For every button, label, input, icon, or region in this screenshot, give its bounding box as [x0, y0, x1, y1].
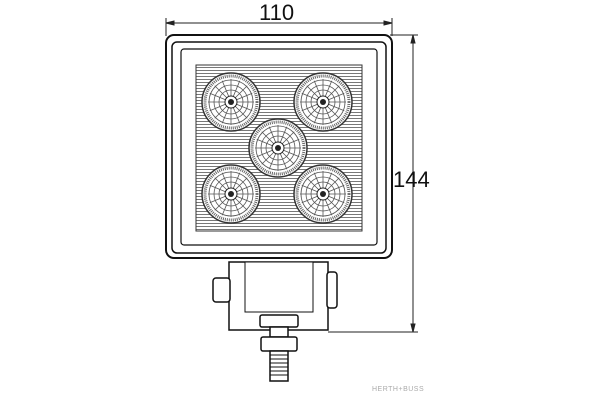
height-dimension-line: [328, 34, 418, 333]
led-lens: [293, 164, 353, 224]
brand-watermark: HERTH+BUSS: [372, 386, 425, 393]
mounting-bracket: [212, 261, 338, 331]
led-lens: [293, 72, 353, 132]
led-group: [201, 72, 353, 224]
bolt: [260, 326, 298, 382]
width-dimension-label: 110: [259, 0, 295, 25]
width-dimension-line: [165, 18, 393, 36]
led-lens: [248, 118, 308, 178]
height-dimension-label: 144: [393, 167, 430, 192]
led-lens: [201, 164, 261, 224]
led-lens: [201, 72, 261, 132]
